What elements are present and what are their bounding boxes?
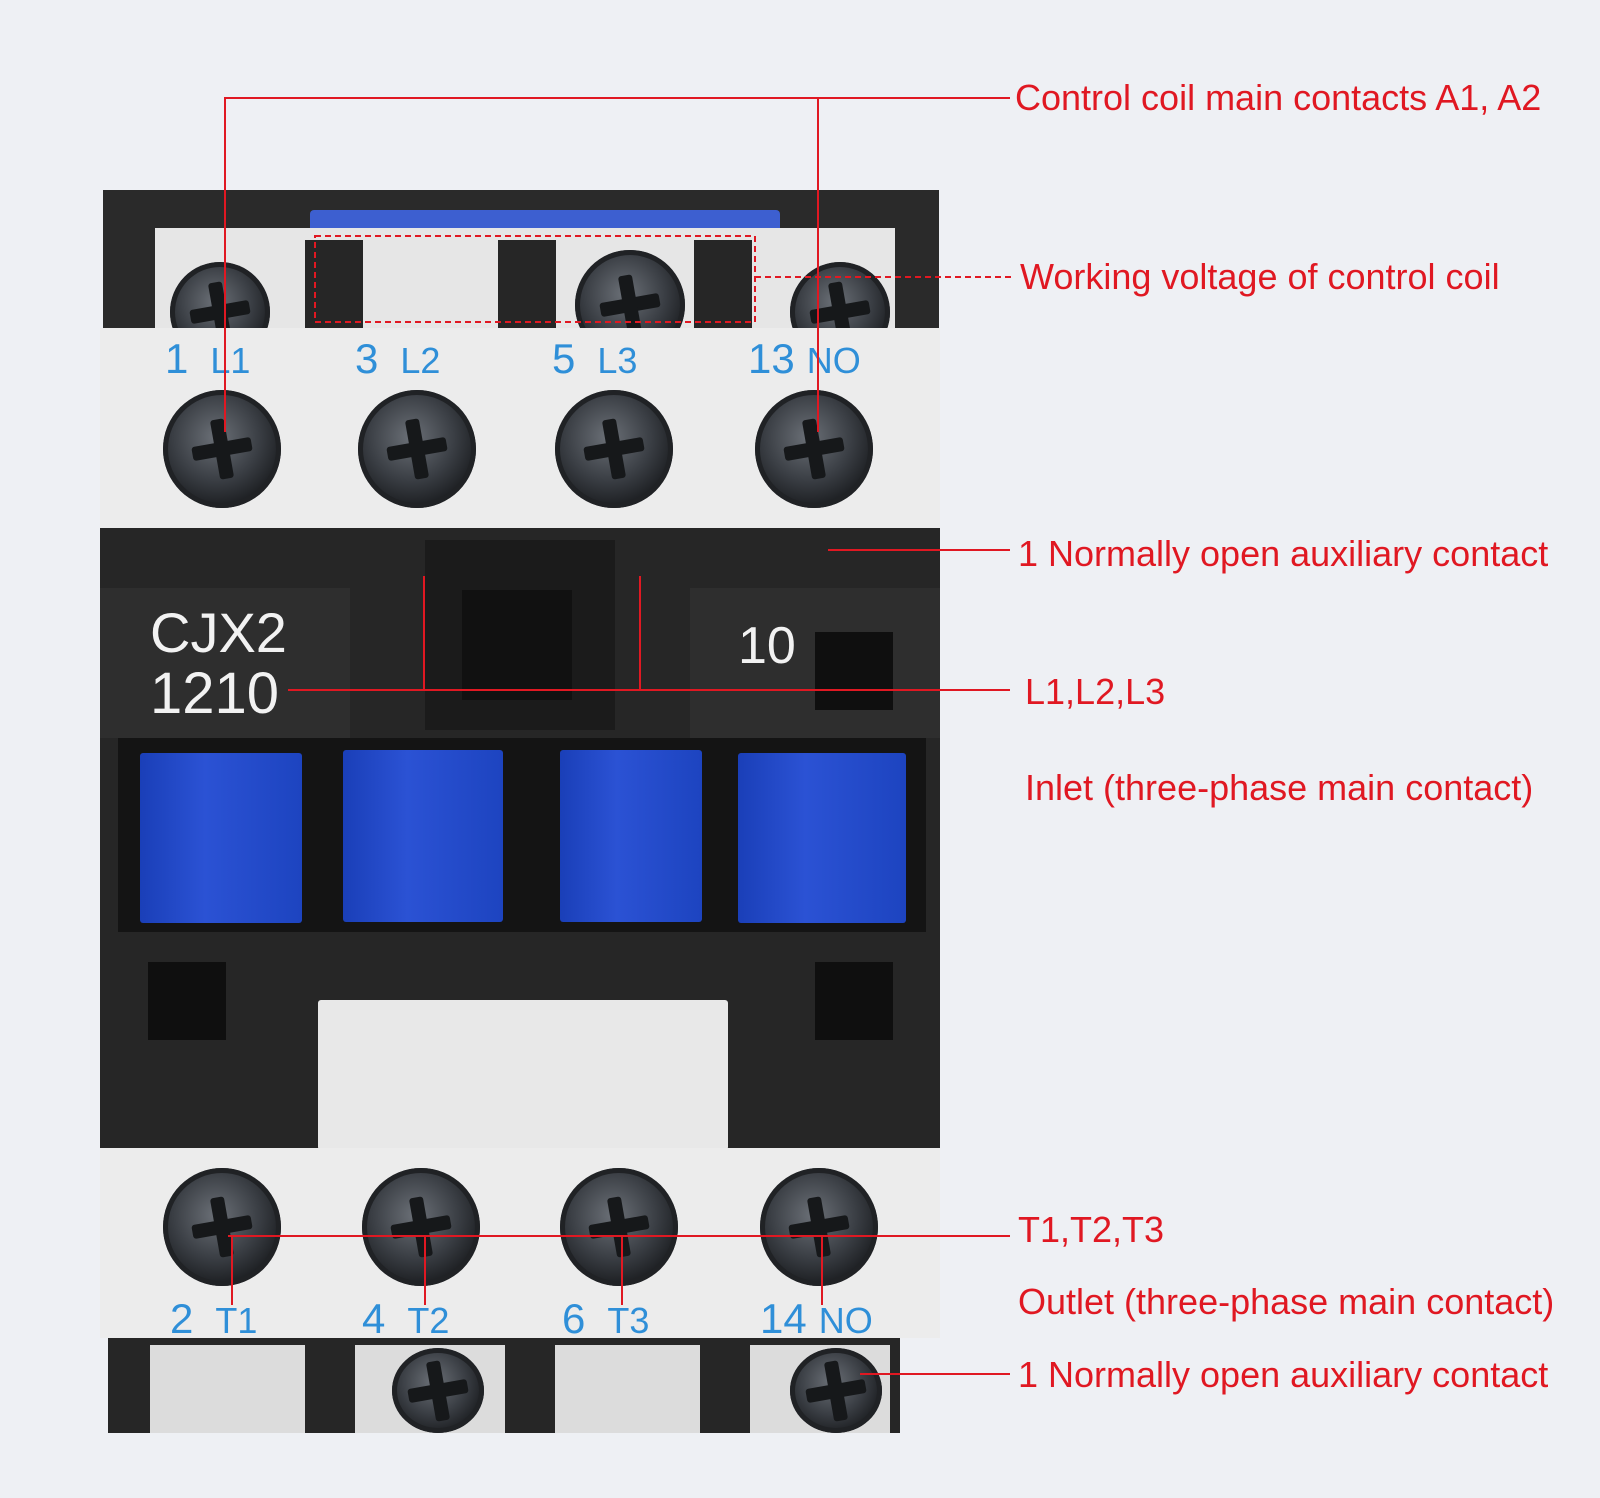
aux-window: [815, 632, 893, 710]
callout-outlet-label: T1,T2,T3: [1018, 1209, 1165, 1250]
top-divider-3: [694, 240, 752, 330]
callout-inlet-label: L1,L2,L3: [1025, 671, 1166, 712]
lower-window-left: [148, 962, 226, 1040]
aux-code: 10: [738, 617, 796, 675]
label-plate: [318, 1000, 728, 1150]
leader-coil-voltage-box: [314, 235, 756, 323]
bottom-divider-2: [505, 1340, 555, 1433]
callout-coil-contacts: Control coil main contacts A1, A2: [1015, 77, 1542, 118]
lower-window-right: [815, 962, 893, 1040]
blue-contact-cover-1: [140, 753, 302, 923]
model-number-line1: CJX2: [150, 601, 287, 664]
top-screw-3: [358, 390, 476, 508]
blue-contact-cover-3: [560, 750, 702, 922]
blue-contact-cover-2: [343, 750, 503, 922]
body-panel-left: [100, 588, 350, 738]
leader-coil-contacts: [224, 97, 1010, 432]
callout-coil-voltage: Working voltage of control coil: [1020, 256, 1500, 297]
body-recess-small: [462, 590, 572, 700]
callout-aux-bottom: 1 Normally open auxiliary contact: [1018, 1354, 1549, 1395]
bottom-divider-3: [700, 1340, 750, 1433]
bottom-screw-2: [163, 1168, 281, 1286]
model-number-line2: 1210: [150, 661, 280, 726]
bottom-divider-1: [305, 1340, 355, 1433]
bottom-screw-14: [760, 1168, 878, 1286]
bottom-coil-screw-2: [790, 1348, 882, 1433]
callout-inlet-desc: Inlet (three-phase main contact): [1025, 767, 1534, 808]
top-divider-2: [498, 240, 556, 330]
bottom-screw-6: [560, 1168, 678, 1286]
callout-aux-top: 1 Normally open auxiliary contact: [1018, 533, 1549, 574]
blue-contact-cover-4: [738, 753, 906, 923]
top-screw-1: [163, 390, 281, 508]
callout-outlet-desc: Outlet (three-phase main contact): [1018, 1281, 1555, 1322]
top-screw-5: [555, 390, 673, 508]
bottom-screw-4: [362, 1168, 480, 1286]
bottom-coil-screw-1: [392, 1348, 484, 1433]
top-screw-13: [755, 390, 873, 508]
